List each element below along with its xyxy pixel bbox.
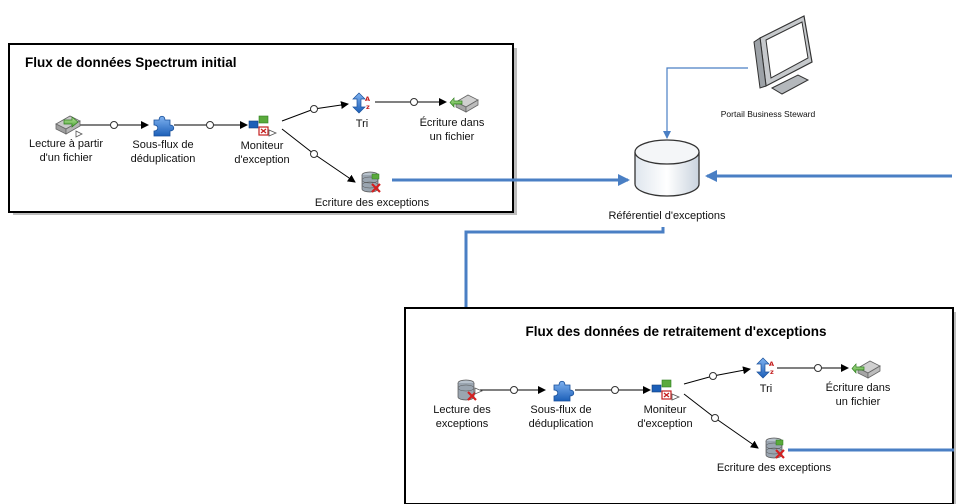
monitor-label: Moniteur d'exception	[637, 404, 692, 430]
write-exceptions-label: Ecriture des exceptions	[315, 197, 430, 209]
svg-text:z: z	[770, 368, 774, 376]
svg-text:A: A	[365, 95, 370, 103]
write-exceptions-label: Ecriture des exceptions	[717, 462, 832, 474]
svg-text:d'exception: d'exception	[637, 418, 692, 430]
connector-node	[310, 150, 318, 158]
svg-text:Sous-flux de: Sous-flux de	[530, 404, 591, 416]
database-icon	[634, 139, 700, 197]
connector-node	[410, 98, 418, 106]
flow-initial-connectors	[80, 98, 447, 183]
monitor-icon	[753, 15, 813, 95]
exception-monitor-icon	[651, 379, 681, 401]
flow-reprocess-frame	[404, 307, 954, 504]
svg-text:Moniteur: Moniteur	[241, 140, 284, 152]
repository-label: Référentiel d'exceptions	[608, 210, 726, 222]
connector-node	[709, 372, 717, 380]
flow-reprocess-box: Flux des données de retraitement d'excep…	[404, 307, 956, 504]
write-file-label: Écriture dans un fichier	[826, 381, 891, 408]
svg-text:z: z	[366, 103, 370, 111]
file-writer-icon	[449, 94, 479, 113]
svg-text:Écriture dans: Écriture dans	[420, 116, 485, 129]
subflow-label: Sous-flux de déduplication	[131, 139, 196, 165]
connector-node	[611, 386, 619, 394]
file-writer-icon	[851, 360, 881, 379]
connector-node	[110, 121, 118, 129]
svg-text:déduplication: déduplication	[131, 153, 196, 165]
sort-icon: A z	[756, 357, 774, 379]
svg-text:déduplication: déduplication	[529, 418, 594, 430]
svg-text:d'un fichier: d'un fichier	[40, 152, 93, 164]
svg-text:exceptions: exceptions	[436, 418, 489, 430]
connector-node	[206, 121, 214, 129]
file-reader-icon	[55, 115, 83, 138]
write-file-label: Écriture dans un fichier	[420, 116, 485, 143]
svg-text:d'exception: d'exception	[234, 154, 289, 166]
sort-icon: A z	[352, 92, 370, 114]
flow-reprocess-title: Flux des données de retraitement d'excep…	[525, 324, 826, 339]
svg-text:Lecture des: Lecture des	[433, 404, 491, 416]
sort-label: Tri	[356, 118, 368, 130]
subflow-label: Sous-flux de déduplication	[529, 404, 594, 430]
svg-text:Écriture dans: Écriture dans	[826, 381, 891, 394]
flow-reprocess-connectors	[480, 364, 849, 449]
monitor-label: Moniteur d'exception	[234, 140, 289, 166]
connector-node	[814, 364, 822, 372]
connector-portal-repository	[663, 67, 748, 139]
read-file-label: Lecture à partir d'un fichier	[29, 138, 103, 164]
svg-text:Sous-flux de: Sous-flux de	[132, 139, 193, 151]
svg-text:A: A	[769, 360, 774, 368]
connector-node	[310, 105, 318, 113]
exception-monitor-icon	[248, 115, 278, 137]
flow-initial-title: Flux de données Spectrum initial	[25, 55, 237, 70]
connector-node	[510, 386, 518, 394]
database-read-icon	[457, 379, 483, 401]
database-write-icon	[361, 171, 381, 193]
svg-text:Moniteur: Moniteur	[644, 404, 687, 416]
read-exceptions-label: Lecture des exceptions	[433, 404, 491, 430]
puzzle-icon	[153, 115, 175, 137]
puzzle-icon	[553, 380, 575, 402]
connector-node	[711, 414, 719, 422]
database-write-icon	[765, 437, 785, 459]
svg-text:un fichier: un fichier	[836, 396, 881, 408]
connector-repository-to-reprocess	[460, 227, 665, 372]
svg-text:un fichier: un fichier	[430, 131, 475, 143]
svg-text:Lecture à partir: Lecture à partir	[29, 138, 103, 150]
portal-label: Portail Business Steward	[721, 109, 816, 119]
sort-label: Tri	[760, 383, 772, 395]
